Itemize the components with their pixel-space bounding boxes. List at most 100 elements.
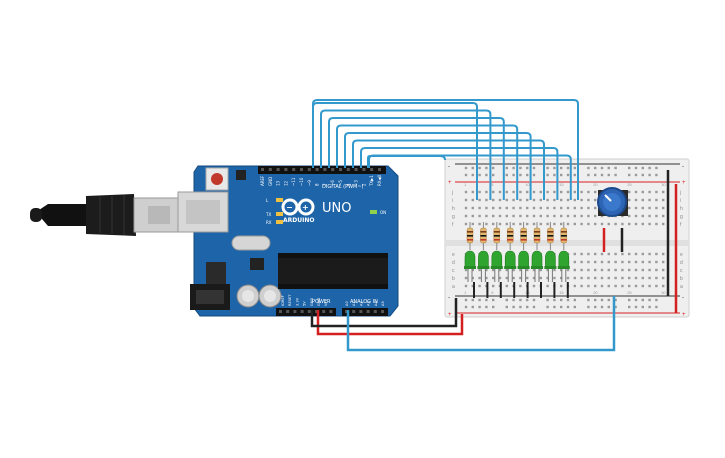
row-letter: i [452, 198, 453, 204]
signal-wire[interactable] [367, 155, 446, 168]
analog-pin-label: A5 [381, 301, 385, 306]
header-pin-label: 13 [276, 180, 281, 186]
header-pin-label: ~10 [299, 177, 304, 186]
power-pin-label: 3.3V [295, 297, 299, 306]
power-header[interactable] [276, 308, 336, 316]
signal-wire[interactable] [312, 99, 579, 200]
svg-text:L: L [266, 198, 269, 203]
analog-header-label: ANALOG IN [350, 299, 378, 305]
column-number: 1 [464, 182, 467, 187]
power-pin-label: GND [317, 298, 321, 306]
column-number: 20 [593, 290, 598, 295]
row-letter: d [680, 260, 683, 266]
jumper-wires[interactable] [473, 282, 569, 298]
header-pin-label: 12 [283, 180, 288, 186]
led[interactable] [464, 250, 476, 269]
row-letter: h [452, 206, 455, 212]
svg-text:+: + [682, 312, 686, 318]
column-number: 10 [525, 182, 530, 187]
analog-header[interactable] [342, 308, 388, 316]
potentiometer[interactable] [597, 187, 628, 217]
row-letter: c [452, 268, 455, 274]
svg-text:ON: ON [380, 210, 386, 215]
column-number: 30 [661, 290, 666, 295]
led[interactable] [504, 250, 516, 269]
column-number: 5 [491, 182, 494, 187]
usb-cable-end [30, 208, 42, 222]
row-letter: d [452, 260, 455, 266]
svg-text:RX: RX [266, 220, 272, 225]
svg-text:+: + [448, 180, 452, 186]
header-pin-label: ~11 [291, 177, 296, 186]
led[interactable] [518, 250, 529, 269]
row-letter: i [680, 198, 681, 204]
digital-header-label: DIGITAL (PWM~) [322, 184, 364, 190]
power-pin-label: Vin [324, 300, 328, 306]
atmega-chip [278, 258, 388, 284]
header-pin-label: ~9 [307, 180, 312, 186]
board-brand: ARDUINO [283, 217, 314, 224]
svg-text:-: - [448, 164, 450, 170]
board-model: UNO [322, 201, 351, 216]
row-letter: g [452, 214, 455, 220]
header-pin-label: ~5 [338, 180, 343, 186]
signal-wire[interactable] [368, 154, 572, 201]
digital-header[interactable] [258, 166, 386, 174]
resistors[interactable] [466, 222, 568, 250]
led-rx-indicator [276, 220, 283, 224]
header-pin-label: GND [268, 177, 273, 186]
led[interactable] [531, 250, 543, 269]
svg-text:-: - [682, 164, 684, 170]
power-wires[interactable] [310, 170, 678, 352]
header-pin-label: TX▶1 [369, 175, 374, 187]
header-pin-label: RX◀0 [377, 174, 382, 186]
column-number: 15 [559, 182, 564, 187]
crystal-oscillator [231, 235, 271, 251]
signal-wire[interactable] [320, 109, 492, 201]
led-l-indicator [276, 198, 283, 202]
power-pin-label: IOREF [281, 295, 285, 306]
signal-wire[interactable] [328, 117, 505, 200]
power-wire-5v[interactable] [316, 310, 464, 336]
signal-wire[interactable] [336, 124, 519, 201]
header-pin-label: 2 [361, 183, 366, 186]
row-letter: h [680, 206, 683, 212]
row-letter: f [452, 222, 454, 228]
signal-wire[interactable] [360, 147, 559, 200]
header-pin-label: 8 [315, 183, 320, 186]
analog-wire-a0[interactable] [346, 296, 616, 352]
breadboard-center-channel [445, 240, 689, 246]
arduino-logo: − + [281, 198, 315, 216]
led[interactable] [545, 250, 556, 269]
ground-wire[interactable] [310, 298, 458, 328]
leds[interactable] [464, 250, 570, 282]
row-letter: c [680, 268, 683, 274]
usb-plug-body [86, 194, 136, 236]
power-pin-label: GND [310, 298, 314, 306]
column-number: 25 [627, 182, 632, 187]
analog-pin-label: A2 [359, 301, 363, 306]
svg-text:+: + [448, 312, 452, 318]
row-letter: f [680, 222, 682, 228]
svg-text:-: - [682, 295, 684, 301]
signal-wire[interactable] [344, 132, 532, 200]
usb-cable[interactable] [30, 194, 179, 236]
column-number: 5 [491, 290, 494, 295]
voltage-regulator [206, 262, 226, 284]
row-letter: j [679, 190, 681, 196]
led[interactable] [491, 250, 503, 269]
row-letter: b [680, 276, 683, 282]
svg-text:+: + [302, 203, 309, 212]
potentiometer-indicator [604, 194, 612, 202]
reset-button-cap[interactable] [211, 173, 223, 185]
column-number: 1 [464, 290, 467, 295]
arduino-uno-board[interactable]: − + ARDUINO UNO DIGITAL (PWM~) POWER ANA… [177, 165, 399, 317]
analog-pin-label: A0 [345, 301, 349, 306]
signal-wires[interactable] [312, 99, 579, 201]
led[interactable] [558, 250, 570, 269]
header-pin-label: ~6 [330, 180, 335, 186]
signal-wire[interactable] [352, 139, 545, 201]
led[interactable] [478, 250, 489, 269]
svg-text:-: - [448, 295, 450, 301]
